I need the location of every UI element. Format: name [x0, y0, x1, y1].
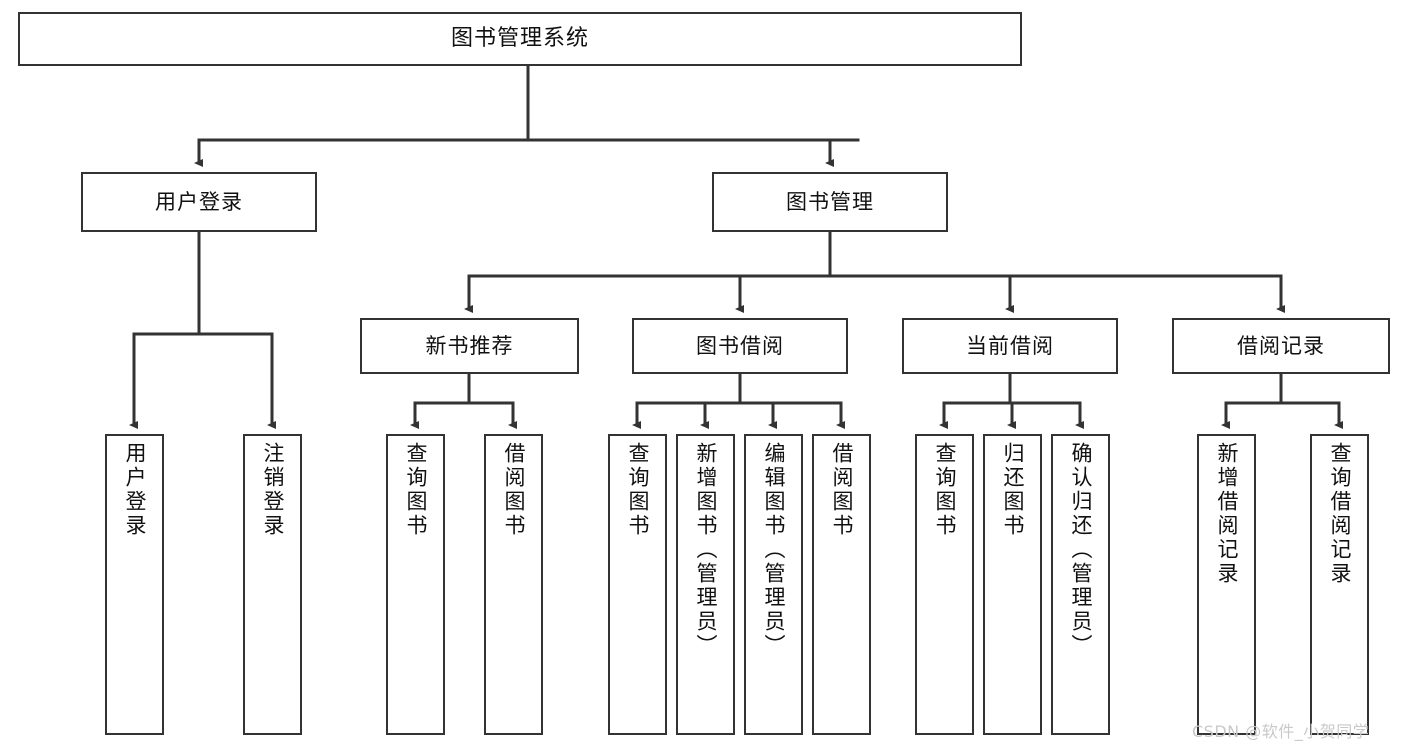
- node-borrow-record-label: 借阅记录: [1237, 333, 1325, 358]
- node-root-label: 图书管理系统: [450, 26, 589, 52]
- leaf-user-login-label: 用户登录: [123, 442, 147, 538]
- leaf-user-login[interactable]: 用户登录: [105, 434, 164, 735]
- node-book-borrow-label: 图书借阅: [696, 333, 784, 358]
- leaf-nb-query-book[interactable]: 查询图书: [386, 434, 445, 735]
- node-new-book-rec-label: 新书推荐: [425, 333, 514, 358]
- leaf-br-add-record-label: 新增借阅记录: [1215, 442, 1239, 586]
- leaf-nb-query-book-label: 查询图书: [404, 442, 428, 538]
- leaf-bb-borrow-book-label: 借阅图书: [830, 442, 854, 538]
- leaf-cb-query-book-label: 查询图书: [933, 442, 957, 538]
- node-borrow-record[interactable]: 借阅记录: [1172, 318, 1390, 374]
- leaf-br-add-record[interactable]: 新增借阅记录: [1197, 434, 1256, 735]
- leaf-cb-confirm-return[interactable]: 确认归还（管理员）: [1051, 434, 1110, 735]
- leaf-cb-return-book-label: 归还图书: [1001, 442, 1025, 538]
- node-book-borrow[interactable]: 图书借阅: [632, 318, 848, 374]
- leaf-bb-edit-book[interactable]: 编辑图书（管理员）: [744, 434, 803, 735]
- leaf-br-query-record[interactable]: 查询借阅记录: [1310, 434, 1369, 735]
- node-root[interactable]: 图书管理系统: [18, 12, 1022, 66]
- leaf-bb-query-book-label: 查询图书: [626, 442, 650, 538]
- node-current-borrow-label: 当前借阅: [966, 333, 1054, 358]
- leaf-user-logout-label: 注销登录: [261, 442, 285, 538]
- leaf-br-query-record-label: 查询借阅记录: [1328, 442, 1352, 586]
- leaf-bb-borrow-book[interactable]: 借阅图书: [812, 434, 871, 735]
- leaf-bb-edit-book-label: 编辑图书（管理员）: [762, 442, 786, 658]
- leaf-cb-confirm-return-label: 确认归还（管理员）: [1069, 442, 1093, 658]
- leaf-cb-return-book[interactable]: 归还图书: [983, 434, 1042, 735]
- leaf-user-logout[interactable]: 注销登录: [243, 434, 302, 735]
- csdn-watermark: CSDN @软件_小贺同学: [1192, 722, 1370, 741]
- leaf-bb-add-book-label: 新增图书（管理员）: [694, 442, 718, 658]
- node-book-manage[interactable]: 图书管理: [712, 172, 948, 232]
- node-user-login[interactable]: 用户登录: [81, 172, 317, 232]
- node-new-book-rec[interactable]: 新书推荐: [360, 318, 579, 374]
- leaf-cb-query-book[interactable]: 查询图书: [915, 434, 974, 735]
- node-user-login-label: 用户登录: [155, 189, 243, 214]
- leaf-nb-borrow-book-label: 借阅图书: [502, 442, 526, 538]
- node-current-borrow[interactable]: 当前借阅: [902, 318, 1118, 374]
- node-book-manage-label: 图书管理: [786, 189, 874, 214]
- leaf-bb-query-book[interactable]: 查询图书: [608, 434, 667, 735]
- leaf-nb-borrow-book[interactable]: 借阅图书: [484, 434, 543, 735]
- leaf-bb-add-book[interactable]: 新增图书（管理员）: [676, 434, 735, 735]
